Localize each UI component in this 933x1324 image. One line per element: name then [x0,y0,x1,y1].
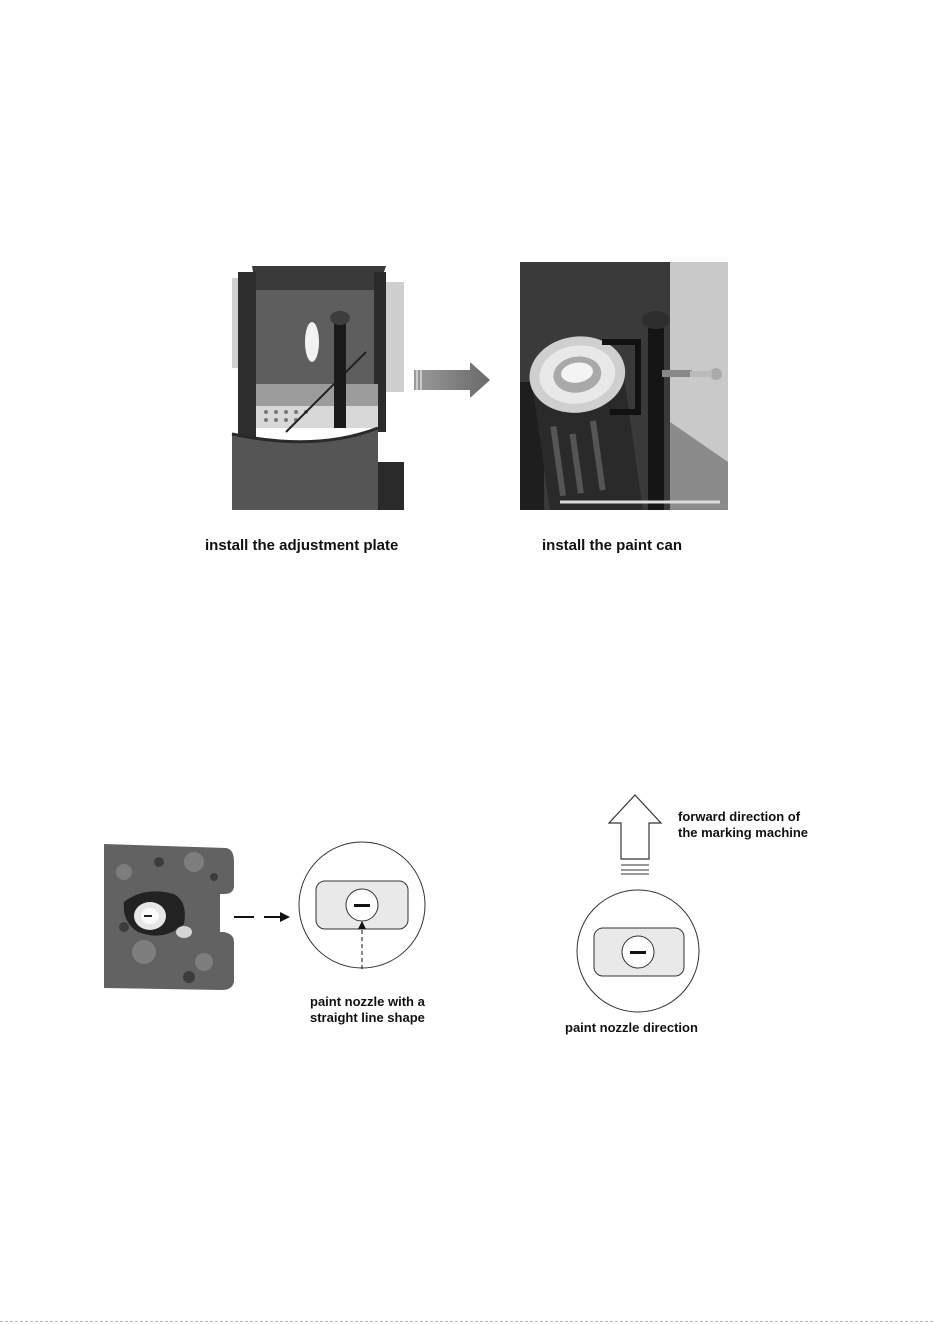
dashed-arrow-icon [232,909,292,925]
nozzle-shape-line2: straight line shape [310,1010,425,1026]
caption-adjustment-plate: install the adjustment plate [205,537,398,554]
nozzle-closeup-photo [104,832,236,992]
up-arrow-icon [605,793,665,877]
page-bottom-rule [0,1321,933,1322]
caption-paint-can: install the paint can [542,537,682,554]
nozzle-shape-line1: paint nozzle with a [310,994,425,1010]
nozzle-diagram [296,835,436,975]
nozzle-direction-label: paint nozzle direction [565,1020,698,1036]
nozzle-direction-diagram [574,886,704,1016]
right-arrow-icon [414,362,490,398]
forward-line1: forward direction of [678,809,808,825]
adjustment-plate-photo [226,262,404,510]
forward-direction-label: forward direction of the marking machine [678,809,808,841]
nozzle-shape-label: paint nozzle with a straight line shape [310,994,425,1026]
paint-can-photo [520,262,728,510]
forward-line2: the marking machine [678,825,808,841]
